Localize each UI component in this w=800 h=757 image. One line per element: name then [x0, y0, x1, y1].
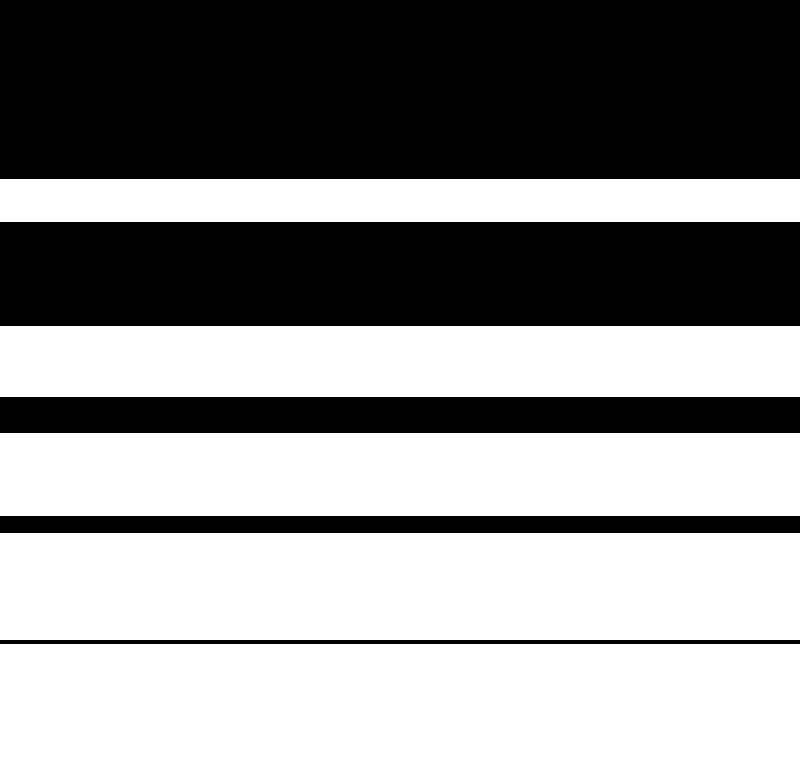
black-band-2	[0, 222, 800, 326]
black-band-4	[0, 516, 800, 533]
black-band-1	[0, 0, 800, 179]
black-band-3	[0, 397, 800, 433]
black-band-5	[0, 640, 800, 644]
